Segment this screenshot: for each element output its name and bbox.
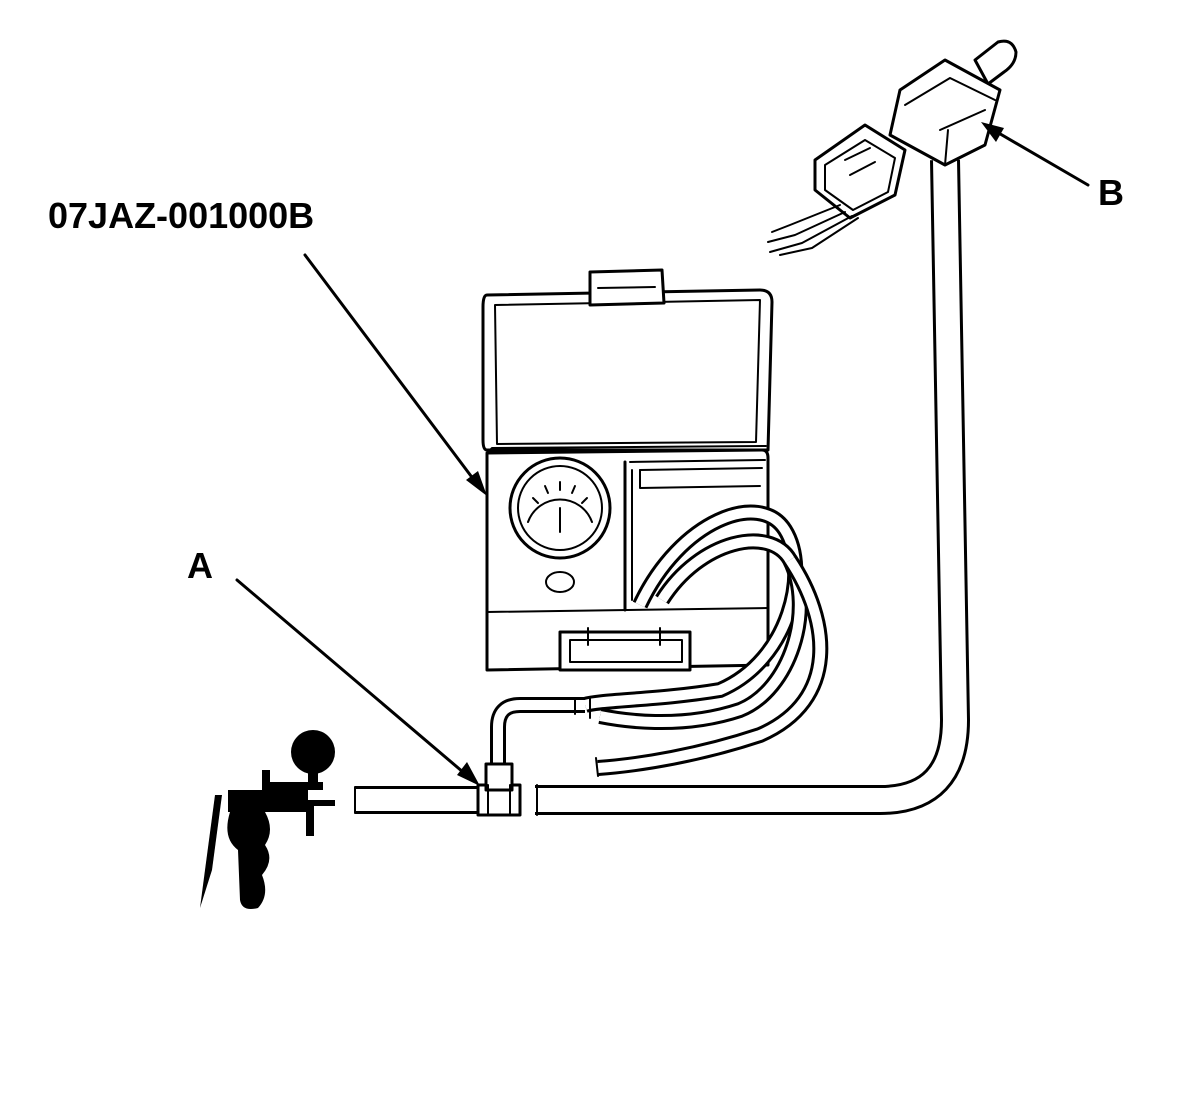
tool-number-label: 07JAZ-001000B: [48, 195, 314, 236]
callout-a-label: A: [187, 545, 213, 586]
tester-hoses: [490, 504, 829, 777]
connector-icon: [767, 39, 1018, 256]
hand-vacuum-pump-icon: [200, 730, 335, 909]
pressure-gauge-icon: [508, 456, 612, 560]
arrowhead-icon: [981, 122, 1004, 142]
tester-case-icon: [481, 268, 774, 672]
main-hose: [354, 159, 970, 816]
t-fitting-icon: [476, 762, 522, 817]
arrowhead-icon: [466, 471, 487, 496]
arrowhead-icon: [457, 762, 480, 786]
callout-b-label: B: [1098, 172, 1124, 213]
callout-lines: [235, 122, 1090, 786]
